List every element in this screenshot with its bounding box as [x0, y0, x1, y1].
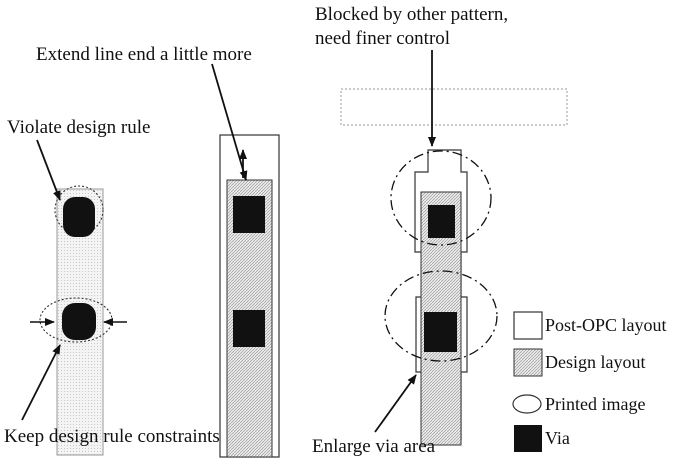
enlarge-arrow — [374, 374, 417, 433]
legend-swatch-via — [514, 425, 542, 452]
right-via-bottom — [424, 312, 457, 352]
left-via-bottom — [62, 303, 96, 340]
label-keep-constraints: Keep design rule constraints — [4, 426, 220, 447]
legend-swatch-printed — [512, 394, 542, 414]
legend-label-design: Design layout — [545, 352, 646, 372]
legend-swatch-post-opc — [513, 311, 543, 340]
right-printed-bottom — [384, 270, 498, 362]
label-blocked-line1: Blocked by other pattern, — [315, 4, 508, 25]
right-structure — [340, 50, 568, 446]
label-violate-design-rule: Violate design rule — [7, 117, 150, 138]
middle-via-bottom — [233, 310, 265, 347]
right-via-top — [428, 205, 455, 238]
left-via-top — [63, 197, 95, 237]
blocking-pattern — [340, 88, 568, 126]
label-enlarge-via: Enlarge via area — [312, 436, 436, 457]
label-blocked-line2: need finer control — [315, 28, 450, 49]
left-structure — [30, 185, 127, 456]
legend-label-via: Via — [545, 428, 570, 448]
right-printed-top — [390, 150, 492, 246]
legend-label-post-opc: Post-OPC layout — [545, 315, 667, 335]
keep-arrow — [21, 344, 61, 421]
legend-swatch-design — [513, 348, 543, 377]
label-extend-line-end: Extend line end a little more — [36, 44, 252, 65]
legend-label-printed: Printed image — [545, 394, 645, 414]
legend: Post-OPC layout Design layout Printed im… — [512, 311, 667, 452]
middle-structure — [219, 134, 280, 458]
violate-arrow — [36, 139, 61, 201]
middle-via-top — [233, 196, 265, 233]
extend-arrow — [211, 63, 248, 181]
